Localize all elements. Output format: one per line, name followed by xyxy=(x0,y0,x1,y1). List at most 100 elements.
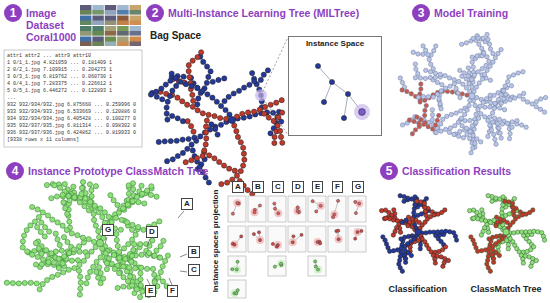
tree-node xyxy=(83,196,88,201)
tree-node xyxy=(484,96,488,100)
tree-node xyxy=(418,76,422,80)
tree-node xyxy=(39,220,44,225)
tree-node xyxy=(66,193,71,198)
cell-node xyxy=(337,229,340,232)
tree-node xyxy=(421,94,425,98)
tree-node xyxy=(435,118,439,122)
tree-node xyxy=(476,116,480,120)
classmatch-tree xyxy=(4,179,173,299)
tree-node xyxy=(205,92,210,97)
cell-node xyxy=(319,242,322,245)
tree-node xyxy=(94,269,99,274)
thumbnail xyxy=(80,26,91,36)
tree-node xyxy=(484,63,488,67)
tree-node xyxy=(400,123,404,127)
tree-node xyxy=(398,76,402,80)
tree-node xyxy=(61,235,66,240)
cell-node xyxy=(236,260,239,263)
tree-node xyxy=(494,142,498,146)
tree-node xyxy=(111,252,116,257)
tree-node xyxy=(464,126,468,130)
tree-node xyxy=(456,120,460,124)
tree-node xyxy=(55,220,60,225)
tree-node xyxy=(42,234,47,239)
tree-node xyxy=(69,231,74,236)
tree-node xyxy=(44,248,49,253)
tree-node xyxy=(251,109,256,114)
tree-node xyxy=(488,78,492,82)
tree-node xyxy=(57,185,62,190)
cell-node xyxy=(276,243,279,246)
tree-node xyxy=(66,193,71,198)
tree-node xyxy=(163,82,168,87)
tree-node xyxy=(35,225,40,230)
tree-node xyxy=(78,274,83,279)
tree-node xyxy=(500,88,504,92)
cell-node xyxy=(360,229,363,232)
tree-node xyxy=(315,63,320,68)
tree-node xyxy=(223,107,228,112)
tree-node xyxy=(452,77,456,81)
tree-node xyxy=(203,124,208,129)
tree-node xyxy=(439,89,443,93)
tree-node xyxy=(180,137,185,142)
tree-node xyxy=(486,134,490,138)
tree-node xyxy=(450,90,454,94)
tree-node xyxy=(441,117,445,121)
tree-node xyxy=(487,59,491,63)
tree-node xyxy=(280,140,285,145)
tree-node xyxy=(510,125,514,129)
cell-node xyxy=(253,211,256,214)
tree-node xyxy=(120,206,125,211)
tree-node xyxy=(136,224,141,229)
cell-node xyxy=(292,235,295,238)
tree-node xyxy=(221,163,226,168)
tree-node xyxy=(67,250,72,255)
tree-node xyxy=(157,255,162,260)
tree-node xyxy=(240,111,245,116)
tree-node xyxy=(252,79,257,84)
tree-node xyxy=(21,233,26,238)
leader-lines xyxy=(105,211,187,285)
tree-node xyxy=(479,140,483,144)
tree-node xyxy=(88,269,93,274)
tree-node xyxy=(517,94,521,98)
tree-node xyxy=(170,157,175,162)
tree-node xyxy=(490,111,494,115)
tree-node xyxy=(111,198,116,203)
tree-node xyxy=(60,192,65,197)
tree-node xyxy=(115,243,120,248)
tree-node xyxy=(206,180,211,185)
tree-node xyxy=(190,58,195,63)
tree-node xyxy=(129,259,134,264)
tree-node xyxy=(470,77,474,81)
tree-node xyxy=(464,41,468,45)
tree-node xyxy=(93,223,98,228)
tree-node xyxy=(434,130,438,134)
thumbnail-detail xyxy=(92,10,103,15)
tree-edge xyxy=(201,88,205,93)
thumbnail-detail xyxy=(117,42,128,47)
tree-node xyxy=(190,92,195,97)
projection-cell xyxy=(308,196,326,222)
tree-node xyxy=(207,153,212,158)
cell-node xyxy=(296,206,299,209)
tree-node xyxy=(75,233,80,238)
tree-node xyxy=(91,264,96,269)
tree-node xyxy=(497,126,501,130)
tree-node xyxy=(500,122,504,126)
tree-node xyxy=(413,76,417,80)
tree-node xyxy=(39,262,44,267)
tree-edge xyxy=(344,94,348,118)
tree-node xyxy=(204,118,209,123)
tree-node xyxy=(81,240,86,245)
tree-node xyxy=(475,54,479,58)
tree-node xyxy=(20,245,25,250)
tree-node xyxy=(174,83,179,88)
tree-node xyxy=(452,82,456,86)
tree-node xyxy=(439,129,443,133)
tree-node xyxy=(426,124,430,128)
tree-node xyxy=(455,91,459,95)
tree-node xyxy=(429,62,433,66)
tree-node xyxy=(482,72,486,76)
